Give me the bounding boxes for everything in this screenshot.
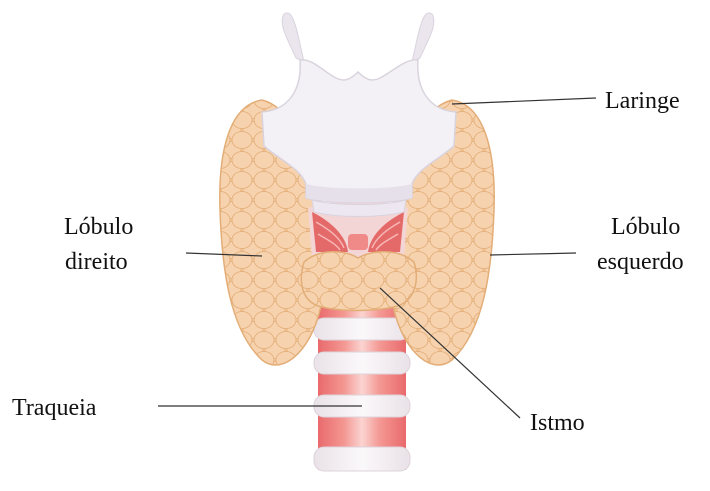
label-traqueia: Traqueia (12, 393, 96, 423)
label-lobulo-esquerdo-line2: esquerdo (597, 247, 684, 277)
leader-line-lobulo-esquerdo (490, 253, 576, 255)
label-lobulo-direito-line1: Lóbulo (64, 212, 133, 242)
label-lobulo-esquerdo-line1: Lóbulo (611, 212, 680, 242)
label-lobulo-direito-line2: direito (65, 247, 128, 277)
isthmus (301, 252, 416, 311)
trachea (314, 300, 410, 471)
trachea-ring (314, 352, 410, 374)
label-laringe: Laringe (605, 86, 680, 116)
trachea-ring (314, 447, 410, 471)
leader-line-laringe (452, 98, 596, 104)
trachea-ring (314, 318, 410, 340)
label-istmo: Istmo (530, 408, 585, 438)
